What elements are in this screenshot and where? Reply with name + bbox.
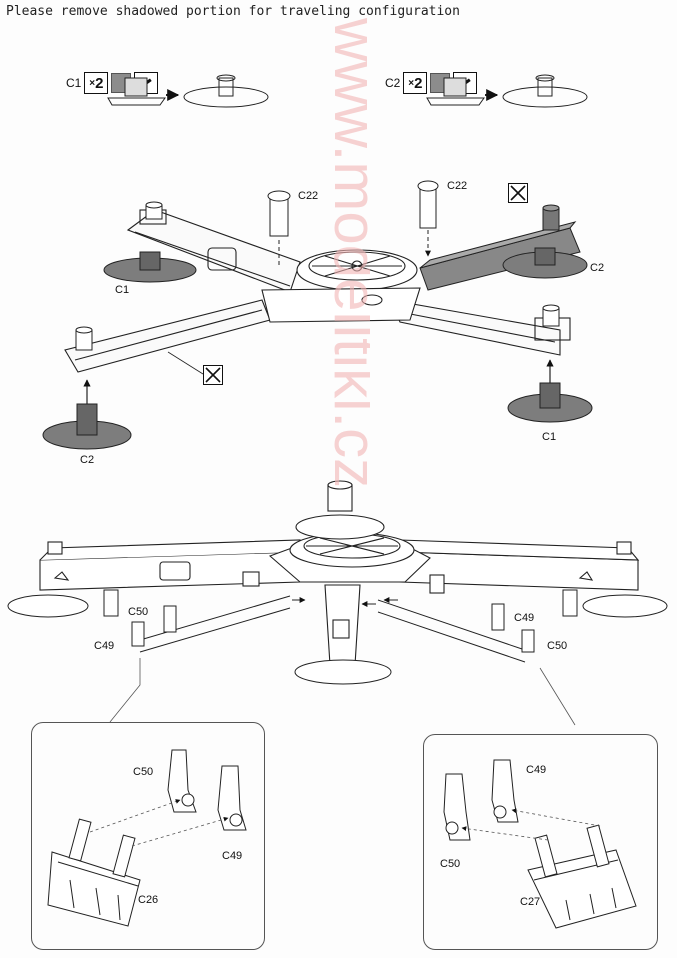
pad-c1-bottom (507, 382, 593, 423)
inset-right (423, 734, 658, 950)
label-c2-bottom: C2 (80, 454, 95, 466)
middle-pads (7, 589, 668, 685)
step-c1-code: C1 (66, 76, 82, 90)
top-posts (75, 201, 560, 351)
stabilizer-links (139, 595, 526, 663)
top-frame (64, 209, 571, 373)
label-c1-bottom: C1 (542, 431, 557, 443)
middle-frame (39, 480, 640, 666)
quantity-badge: ×2 (84, 72, 109, 94)
inset-right-drawing (443, 759, 637, 929)
step-c2-qty: 2 (414, 74, 423, 92)
step-c1-pad-result (183, 74, 269, 108)
label-c50-mid-right: C50 (547, 640, 568, 652)
label-c49-inset-right: C49 (526, 764, 547, 776)
label-c50-inset-left: C50 (133, 766, 154, 778)
inset-left-guide-1 (89, 799, 181, 833)
step-c2-pad-sprue (426, 77, 485, 106)
label-c27-inset-right: C27 (520, 896, 541, 908)
step-c2-pad-result (502, 74, 588, 108)
quantity-badge: ×2 (403, 72, 428, 94)
clip-parts-middle (131, 603, 535, 653)
pad-c2-right (502, 247, 588, 279)
label-c1-left: C1 (115, 284, 130, 296)
label-c49-mid-left: C49 (94, 640, 115, 652)
step-c1-pad-sprue (107, 77, 166, 106)
no-glue-icon (203, 365, 223, 385)
inset-left (31, 722, 265, 950)
qty-prefix: × (408, 77, 415, 89)
inset-right-guide-2 (461, 826, 549, 841)
inset-left-drawing (47, 749, 247, 927)
label-c26-inset-left: C26 (138, 894, 159, 906)
pad-c2-bottom (42, 403, 132, 450)
label-c22-left: C22 (298, 190, 319, 202)
qty-prefix: × (89, 77, 96, 89)
c22-pin-right (417, 180, 439, 229)
c22-pin-left (267, 190, 291, 237)
label-c49-mid-right: C49 (514, 612, 535, 624)
page-heading: Please remove shadowed portion for trave… (6, 4, 460, 19)
step-c1-qty: 2 (95, 74, 104, 92)
label-c50-mid-left: C50 (128, 606, 149, 618)
step-c2-code: C2 (385, 76, 401, 90)
pad-c1-left (103, 251, 197, 283)
label-c49-inset-left: C49 (222, 850, 243, 862)
inset-left-guide-2 (131, 816, 229, 847)
no-glue-icon (508, 183, 528, 203)
inset-right-guide-1 (511, 808, 601, 827)
label-c2-right: C2 (590, 262, 605, 274)
label-c50-inset-right: C50 (440, 858, 461, 870)
label-c22-right: C22 (447, 180, 468, 192)
shaded-arm (419, 204, 581, 291)
